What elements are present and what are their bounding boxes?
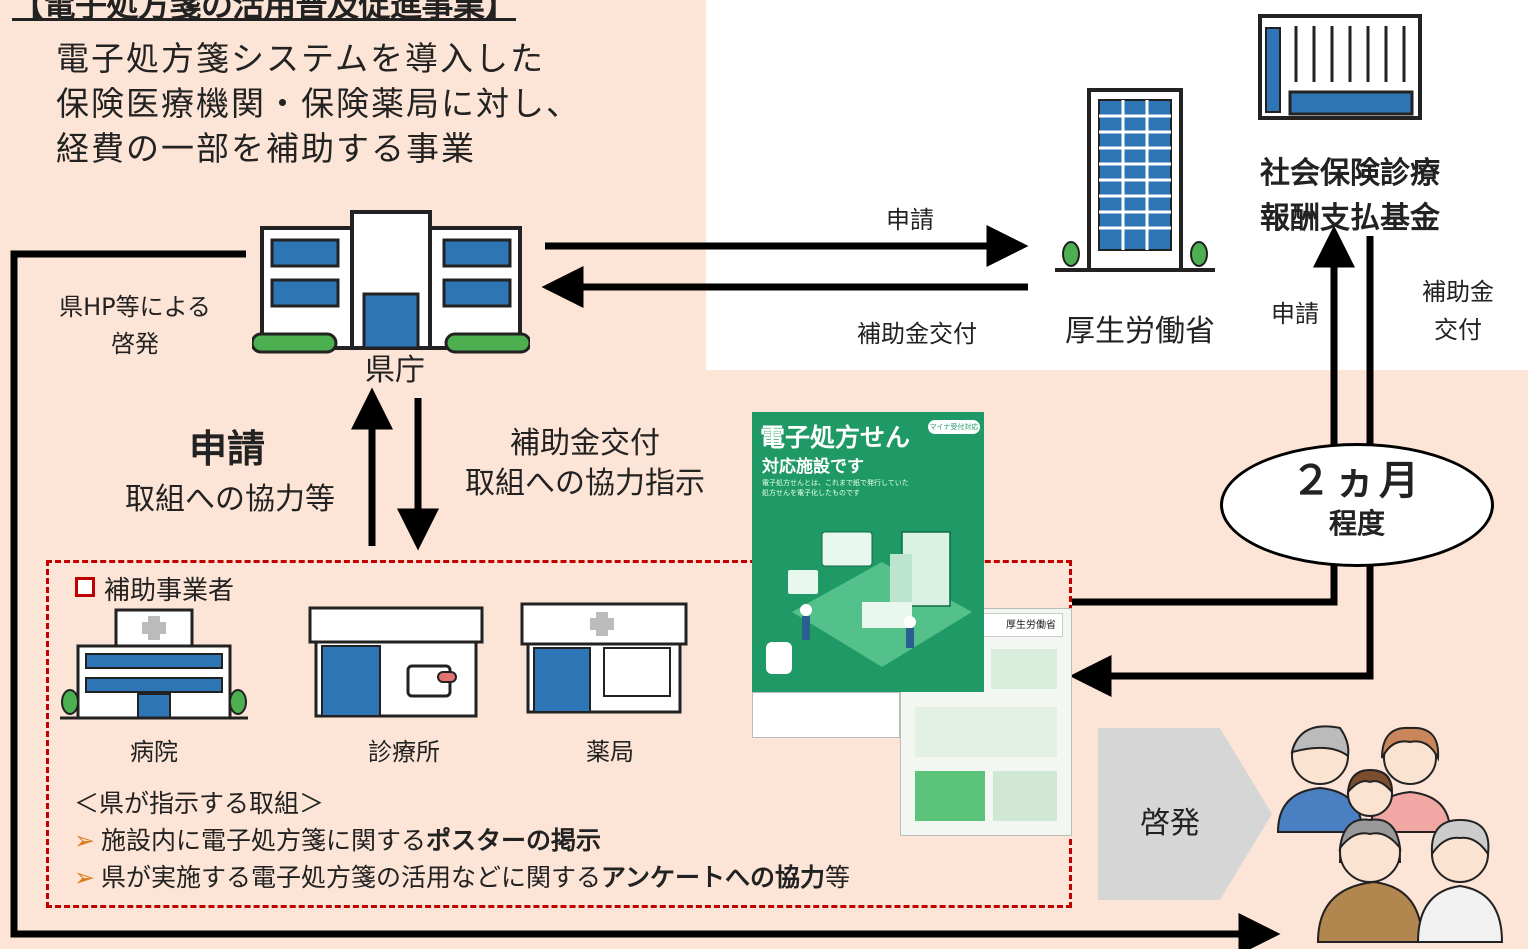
poster-subtitle: 対応施設です [762,457,864,477]
leaflet-figure [915,771,985,821]
mhlw-label: 厚生労働省 [1065,314,1215,349]
pharmacy-icon [520,602,688,714]
instructions-list: ＜県が指示する取組＞ ➢施設内に電子処方箋に関するポスターの掲示 ➢県が実施する… [74,785,850,896]
leaflet-back: 厚生労働省 [900,608,1072,836]
page-description: 電子処方箋システムを導入した 保険医療機関・保険薬局に対し、 経費の一部を補助す… [56,36,581,171]
square-bullet-icon [75,577,95,597]
description-line: 電子処方箋システムを導入した [56,39,546,78]
instruction-item: ➢施設内に電子処方箋に関するポスターの掲示 [74,826,601,855]
label-apply-big: 申請 [188,427,265,471]
arrow-awareness-loop [10,250,1281,949]
duration-sub: 程度 [1328,507,1385,540]
fund-label-line1: 社会保険診療 [1260,156,1440,191]
description-line: 経費の一部を補助する事業 [56,129,476,168]
poster-badge: マイナ受付対応中 [928,420,980,445]
label-grant-fund-line1: 補助金 [1422,278,1494,306]
arrow-bullet-icon: ➢ [74,826,95,855]
pharmacy-label: 薬局 [586,738,634,766]
page-title: 【電子処方箋の活用普及促進事業】 [12,0,517,24]
poster-body: 電子処方せんとは、これまで紙で発行していた処方せんを電子化したものです [762,479,909,497]
arrow-bullet-icon: ➢ [74,863,95,892]
subsidy-box-label: 補助事業者 [104,576,235,606]
duration-main: ２ヵ月 [1291,458,1423,504]
label-pref-hp-line2: 啓発 [111,330,159,358]
hospital-icon [60,608,248,720]
arrow-grant-fund [1069,236,1374,697]
clinic-icon [308,606,484,718]
label-grant-from-mhlw: 補助金交付 [857,320,977,348]
duration-ellipse [1220,443,1494,567]
leaflet-figure [993,771,1057,821]
description-line: 保険医療機関・保険薬局に対し、 [56,84,581,123]
label-apply-sub: 取組への協力等 [125,482,335,517]
leaflet-figure [915,707,1057,757]
label-apply-fund: 申請 [1271,300,1319,328]
poster-illustration [766,531,972,674]
label-grant-pref-line1: 補助金交付 [510,426,660,461]
instruction-item: ➢県が実施する電子処方箋の活用などに関するアンケートへの協力等 [74,863,850,892]
label-apply-mhlw: 申請 [886,206,934,234]
label-grant-fund-line2: 交付 [1434,316,1482,344]
clinic-label: 診療所 [368,738,440,766]
poster: マイナ受付対応中 電子処方せん 対応施設です 電子処方せんとは、これまで紙で発行… [752,412,984,692]
prefecture-building-icon [252,210,530,354]
instructions-title: ＜県が指示する取組＞ [74,789,325,818]
mhlw-building-icon [1055,88,1215,272]
poster-footer [752,692,900,738]
hospital-label: 病院 [130,738,178,766]
label-pref-hp-line1: 県HP等による [59,293,211,321]
prefecture-label: 県庁 [365,353,425,388]
fund-label-line2: 報酬支払基金 [1260,201,1440,236]
people-icon [1276,725,1504,943]
arrow-apply-fund [1072,225,1355,606]
label-grant-pref-line2: 取組への協力指示 [465,466,705,501]
fund-building-icon [1258,14,1422,120]
leaflet-figure [991,649,1057,689]
poster-title: 電子処方せん [760,423,911,452]
awareness-label: 啓発 [1140,806,1200,841]
